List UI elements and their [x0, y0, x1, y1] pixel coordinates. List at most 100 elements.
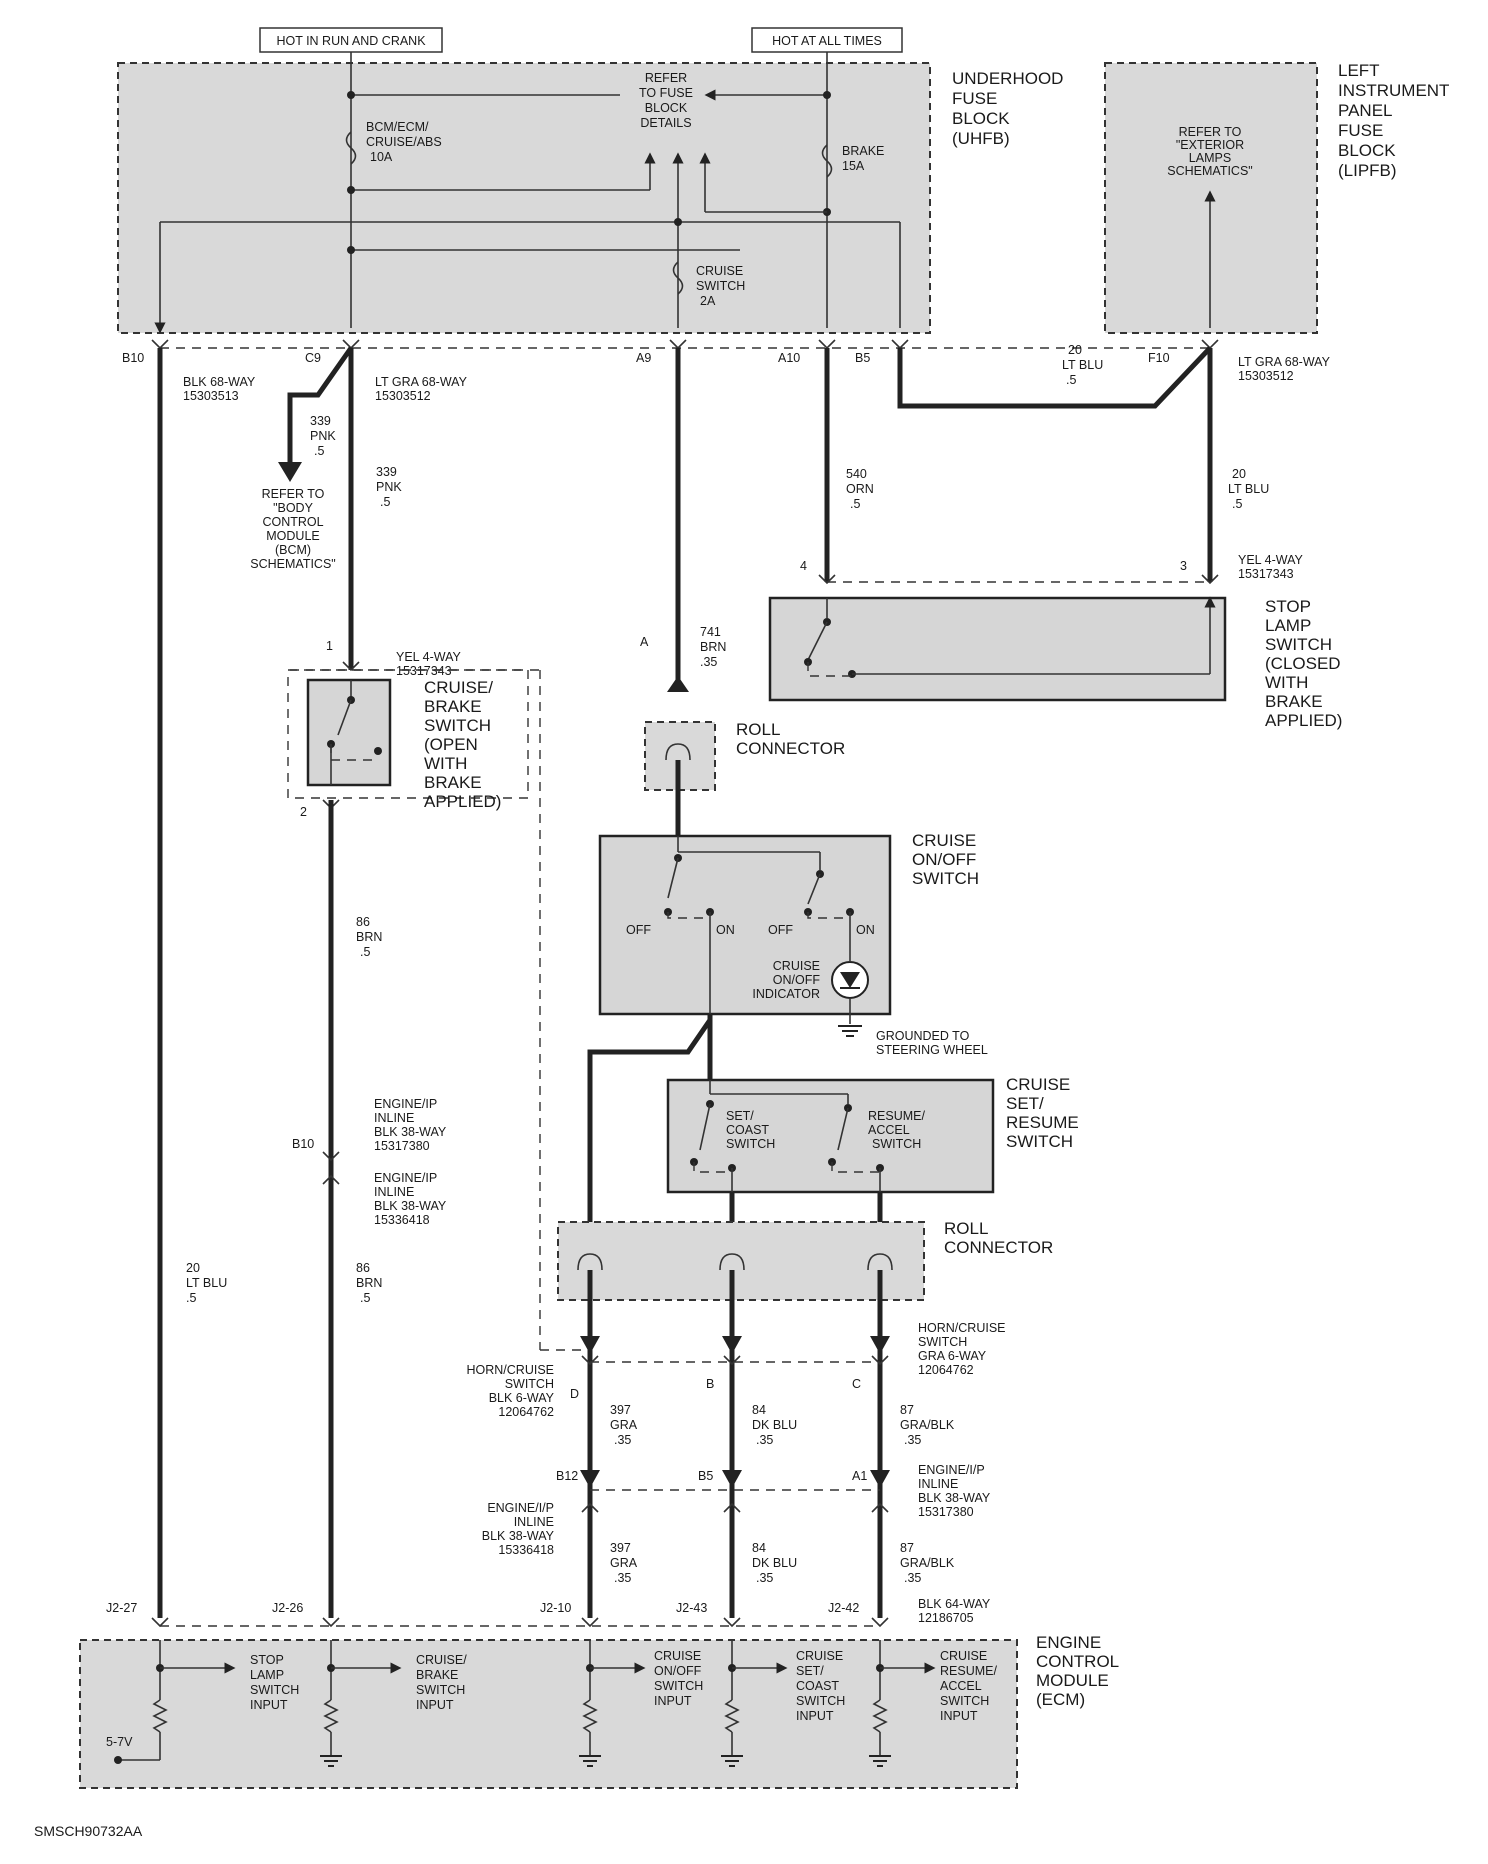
svg-text:CRUISE: CRUISE	[912, 831, 976, 850]
svg-text:BLK 38-WAY: BLK 38-WAY	[482, 1529, 555, 1543]
cruise-brake-switch	[306, 678, 392, 787]
svg-text:HORN/CRUISE: HORN/CRUISE	[918, 1321, 1006, 1335]
conn-yel4-b: YEL 4-WAY 15317343	[1238, 553, 1303, 581]
svg-text:GRA 6-WAY: GRA 6-WAY	[918, 1349, 987, 1363]
svg-text:INLINE: INLINE	[374, 1111, 414, 1125]
roll-connector-2	[557, 1221, 925, 1301]
wire-397-label-b: 397 GRA .35	[610, 1541, 638, 1585]
svg-text:YEL 4-WAY: YEL 4-WAY	[1238, 553, 1303, 567]
svg-text:SWITCH: SWITCH	[796, 1694, 845, 1708]
svg-text:DETAILS: DETAILS	[640, 116, 691, 130]
svg-text:CONTROL: CONTROL	[1036, 1652, 1119, 1671]
svg-text:SWITCH: SWITCH	[505, 1377, 554, 1391]
conn-eng-ip-bot: ENGINE/IP INLINE BLK 38-WAY 15336418	[374, 1171, 447, 1227]
pin-1: 1	[326, 639, 333, 653]
svg-text:SWITCH: SWITCH	[1006, 1132, 1073, 1151]
svg-text:STOP: STOP	[1265, 597, 1311, 616]
svg-text:15317380: 15317380	[918, 1505, 974, 1519]
wire-339-label-a: 339 PNK .5	[310, 414, 336, 458]
svg-text:LT GRA 68-WAY: LT GRA 68-WAY	[1238, 355, 1331, 369]
svg-text:GRA: GRA	[610, 1556, 638, 1570]
bcm-refer-label: REFER TO "BODY CONTROL MODULE (BCM) SCHE…	[250, 487, 335, 571]
svg-text:ACCEL: ACCEL	[940, 1679, 982, 1693]
svg-text:12064762: 12064762	[918, 1363, 974, 1377]
conn-eng-ip-top: ENGINE/IP INLINE BLK 38-WAY 15317380	[374, 1097, 447, 1153]
svg-text:ENGINE/IP: ENGINE/IP	[374, 1171, 437, 1185]
svg-text:INDICATOR: INDICATOR	[752, 987, 820, 1001]
svg-text:ENGINE: ENGINE	[1036, 1633, 1101, 1652]
svg-text:BLK 38-WAY: BLK 38-WAY	[374, 1199, 447, 1213]
svg-text:REFER: REFER	[645, 71, 687, 85]
svg-text:.35: .35	[904, 1571, 921, 1585]
svg-text:339: 339	[310, 414, 331, 428]
svg-text:ENGINE/I/P: ENGINE/I/P	[918, 1463, 985, 1477]
svg-text:SWITCH: SWITCH	[250, 1683, 299, 1697]
conn-yel4-a: YEL 4-WAY 15317343	[396, 650, 461, 678]
svg-text:ENGINE/IP: ENGINE/IP	[374, 1097, 437, 1111]
svg-text:INPUT: INPUT	[416, 1698, 454, 1712]
svg-text:ORN: ORN	[846, 482, 874, 496]
svg-text:GRA: GRA	[610, 1418, 638, 1432]
svg-text:397: 397	[610, 1403, 631, 1417]
conn-c9: C9	[305, 351, 321, 365]
svg-text:RESUME/: RESUME/	[868, 1109, 925, 1123]
svg-text:339: 339	[376, 465, 397, 479]
pin-c: C	[852, 1377, 861, 1391]
svg-text:BLK 38-WAY: BLK 38-WAY	[374, 1125, 447, 1139]
svg-text:RESUME: RESUME	[1006, 1113, 1079, 1132]
svg-text:LT BLU: LT BLU	[186, 1276, 227, 1290]
svg-text:CRUISE: CRUISE	[654, 1649, 701, 1663]
wire-20-label-top: 20 LT BLU .5	[1062, 343, 1103, 387]
fuse3-label: CRUISE SWITCH 2A	[696, 264, 745, 308]
svg-text:.5: .5	[850, 497, 860, 511]
conn-j2-42: J2-42	[828, 1601, 859, 1615]
wire-84-label-a: 84 DK BLU .35	[752, 1403, 797, 1447]
svg-text:COAST: COAST	[726, 1123, 769, 1137]
svg-text:WITH: WITH	[424, 754, 467, 773]
svg-text:MODULE: MODULE	[1036, 1671, 1109, 1690]
svg-text:UNDERHOOD: UNDERHOOD	[952, 69, 1063, 88]
svg-text:15317380: 15317380	[374, 1139, 430, 1153]
svg-text:15303512: 15303512	[375, 389, 431, 403]
svg-text:86: 86	[356, 915, 370, 929]
svg-text:CRUISE: CRUISE	[773, 959, 820, 973]
svg-text:APPLIED): APPLIED)	[1265, 711, 1342, 730]
svg-text:20: 20	[1232, 467, 1246, 481]
svg-text:15303512: 15303512	[1238, 369, 1294, 383]
conn-blk68: BLK 68-WAY 15303513	[183, 375, 256, 403]
onoff-on-2: ON	[856, 923, 875, 937]
svg-text:BRAKE: BRAKE	[1265, 692, 1323, 711]
svg-text:SWITCH: SWITCH	[696, 279, 745, 293]
wire-86-label-a: 86 BRN .5	[356, 915, 382, 959]
conn-a9: A9	[636, 351, 651, 365]
svg-text:ROLL: ROLL	[736, 720, 780, 739]
roll1-label: ROLL CONNECTOR	[736, 720, 845, 758]
conn-f10: F10	[1148, 351, 1170, 365]
svg-text:BLOCK: BLOCK	[645, 101, 688, 115]
svg-text:LT GRA 68-WAY: LT GRA 68-WAY	[375, 375, 468, 389]
svg-text:DK BLU: DK BLU	[752, 1418, 797, 1432]
svg-text:.35: .35	[756, 1433, 773, 1447]
svg-text:LT BLU: LT BLU	[1062, 358, 1103, 372]
svg-text:SWITCH: SWITCH	[940, 1694, 989, 1708]
stop-lamp-label: STOP LAMP SWITCH (CLOSED WITH BRAKE APPL…	[1265, 597, 1342, 730]
svg-text:LAMPS: LAMPS	[1189, 151, 1231, 165]
svg-text:.5: .5	[314, 444, 324, 458]
inline-b12: B12	[556, 1469, 578, 1483]
ground-icon	[320, 1755, 891, 1767]
pin-a: A	[640, 635, 649, 649]
cruise-brake-switch-contacts	[327, 680, 382, 785]
svg-text:SET/: SET/	[1006, 1094, 1044, 1113]
svg-text:LEFT: LEFT	[1338, 61, 1380, 80]
svg-text:15336418: 15336418	[498, 1543, 554, 1557]
svg-text:CONNECTOR: CONNECTOR	[736, 739, 845, 758]
svg-text:87: 87	[900, 1541, 914, 1555]
ecm-input-3: CRUISE ON/OFF SWITCH INPUT	[654, 1649, 703, 1708]
wire-87-label-b: 87 GRA/BLK .35	[900, 1541, 955, 1585]
conn-eng-ip-right: ENGINE/I/P INLINE BLK 38-WAY 15317380	[918, 1463, 991, 1519]
uhfb-name: UNDERHOOD FUSE BLOCK (UHFB)	[952, 69, 1063, 148]
cruise-set-resume-switch	[666, 1078, 995, 1194]
svg-text:INPUT: INPUT	[654, 1694, 692, 1708]
svg-text:15303513: 15303513	[183, 389, 239, 403]
conn-ltgra68-a: LT GRA 68-WAY 15303512	[375, 375, 468, 403]
